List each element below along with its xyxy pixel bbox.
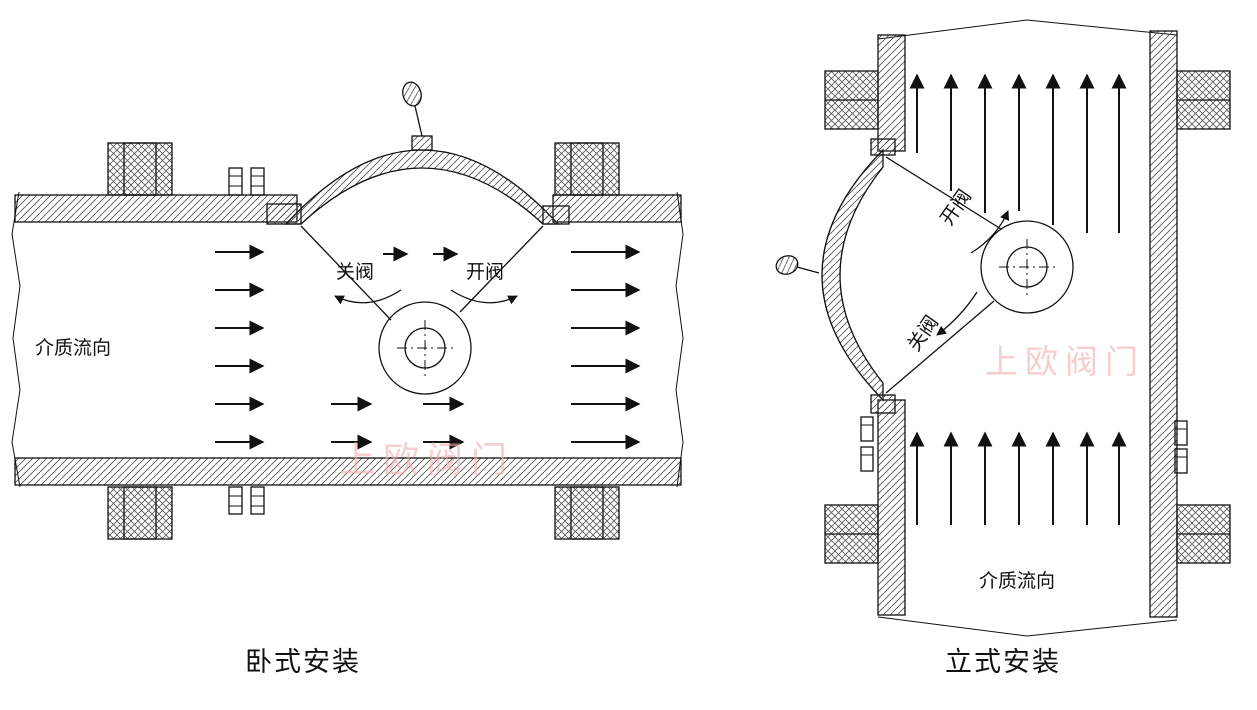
pipe-walls: [14, 194, 682, 486]
vertical-figure-caption: 立式安装: [945, 647, 1061, 677]
open-rotation-arrow: [450, 289, 518, 305]
valve-dome: [266, 149, 570, 225]
horizontal-installation-diagram: 关阀 开阀 介质流向: [11, 81, 684, 540]
flow-arrows: [909, 73, 1127, 525]
flow-direction-label: 介质流向: [35, 337, 111, 359]
valve-disc: [885, 156, 1074, 394]
valve-shaft-circle: [980, 220, 1074, 314]
valve-handle: [775, 255, 820, 275]
rotation-arrows: [936, 210, 1010, 336]
open-rotation-arrow: [970, 210, 1010, 254]
pipe-flanges: [824, 70, 1231, 564]
watermark-text: 上欧阀门: [339, 440, 515, 480]
valve-disc: [300, 225, 544, 395]
pipe-flanges: [107, 142, 620, 540]
close-rotation-arrow: [334, 289, 402, 305]
body-bolts: [860, 416, 1188, 474]
bonnet-bolts: [228, 167, 265, 515]
rotation-arrows: [334, 289, 518, 305]
valve-dome: [821, 138, 896, 414]
flow-direction-label: 介质流向: [979, 570, 1055, 592]
valve-shaft-circle: [378, 301, 472, 395]
valve-handle: [402, 81, 433, 151]
open-valve-label: 开阀: [466, 261, 504, 283]
watermark-text: 上欧阀门: [985, 344, 1145, 381]
close-rotation-arrow: [936, 291, 978, 336]
pipe-break-lines: [11, 191, 684, 488]
close-valve-label: 关阀: [336, 261, 374, 283]
pipe-walls: [877, 30, 1178, 618]
pipe-break-lines: [877, 19, 1178, 637]
vertical-installation-diagram: 开阀 关阀 介质流向 上欧阀门: [775, 19, 1231, 637]
horizontal-figure-caption: 卧式安装: [245, 647, 361, 677]
flow-arrows: [215, 244, 641, 450]
